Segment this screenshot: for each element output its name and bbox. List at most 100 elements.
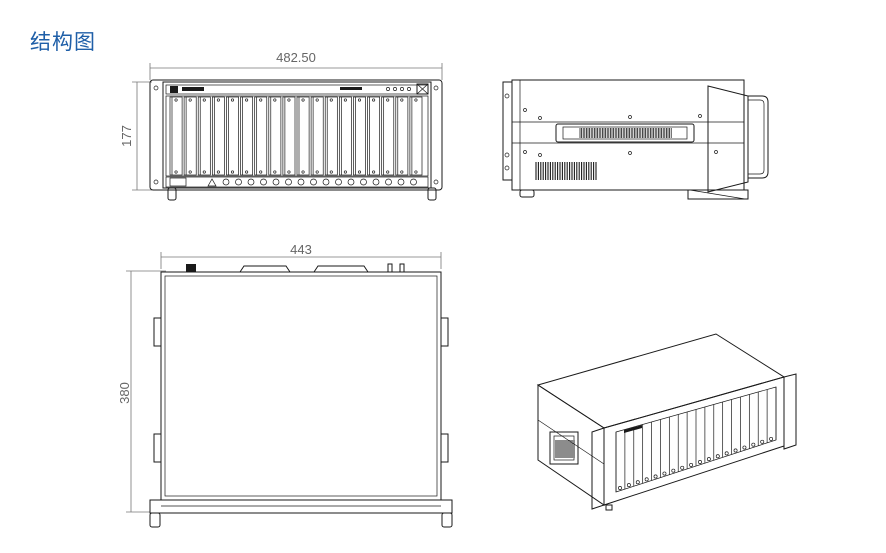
front-connector [272,178,280,186]
front-slot-group [169,96,423,176]
front-connector [260,178,267,186]
iso-connector [662,471,667,476]
front-slot-screw [174,98,178,102]
front-slot [254,96,268,176]
front-width-dimension: 482.50 [276,50,316,65]
front-slot-screw [414,170,418,174]
front-connector [285,178,292,186]
front-slot [169,96,183,176]
iso-connector [671,468,676,473]
front-connector [222,178,230,186]
front-slot-screw [400,98,404,102]
iso-connector [760,439,765,444]
front-slot-screw [386,170,390,174]
front-view: 482.50 177 [119,50,443,201]
front-slot [367,96,381,176]
front-connector [235,178,242,186]
front-power-port [169,177,187,187]
front-slot-screw [343,170,347,174]
front-slot-screw [301,170,305,174]
front-slot-screw [230,98,235,102]
front-slot-screw [202,98,206,102]
page-title: 结构图 [30,30,96,54]
front-slot [296,96,310,176]
front-slot [211,96,225,176]
front-connector [247,178,255,186]
front-slot-screw [174,170,178,174]
front-slot-screw [188,98,192,102]
front-slot [310,96,324,176]
front-slot-screw [273,98,277,102]
front-slot-screw [245,170,249,174]
front-slot [395,96,409,176]
front-slot [324,96,338,176]
front-slot [282,96,296,176]
top-width-dimension: 443 [290,242,312,257]
iso-connector [706,457,711,462]
front-slot-screw [372,98,376,102]
front-slot-screw [315,98,319,102]
front-slot [381,96,395,176]
iso-connector [742,445,747,450]
front-slot-screw [372,170,376,174]
front-slot-screw [216,98,220,102]
side-handle-grill [579,128,672,138]
front-slot-screw [273,170,277,174]
warning-icon [207,178,217,187]
iso-connector [653,474,658,479]
front-connector [372,178,380,186]
front-slot-screw [259,98,263,102]
front-slot-screw [287,170,291,174]
front-slot [409,96,423,176]
iso-connector [626,483,631,488]
iso-connector [769,436,774,441]
iso-connector [644,477,649,482]
front-slot [338,96,352,176]
front-slot-screw [216,170,220,174]
side-view [502,79,769,200]
front-connector [410,178,417,186]
front-slot-screw [400,170,404,174]
front-connector [297,178,305,186]
front-slot-screw [357,170,362,174]
front-connector [310,178,317,186]
iso-connector [733,448,738,453]
front-slot-screw [259,170,263,174]
front-height-dimension: 177 [119,125,134,147]
front-slot-screw [343,98,347,102]
front-slot [197,96,211,176]
iso-connector [751,442,756,447]
iso-connector [698,460,702,464]
front-connector-group [169,177,417,187]
iso-vent-group [555,440,575,458]
front-slot-screw [357,98,362,102]
front-slot-screw [245,98,249,102]
iso-slot-group [615,387,777,492]
iso-connector [715,454,720,459]
iso-connector [680,465,685,470]
top-view: 443 380 [117,242,453,528]
iso-connector [618,486,622,490]
front-connector [397,178,405,186]
front-slot-screw [301,98,305,102]
front-slot [226,96,239,176]
front-slot-screw [315,170,319,174]
iso-connector [724,451,729,456]
side-vent-group [535,162,597,180]
front-slot-screw [329,98,333,102]
front-slot [353,96,366,176]
front-slot-screw [287,98,291,102]
front-slot-screw [188,170,192,174]
front-slot [268,96,282,176]
top-depth-dimension: 380 [117,382,132,404]
iso-connector [689,462,694,467]
front-connector [335,178,342,186]
front-slot-screw [386,98,390,102]
front-slot-screw [414,98,418,102]
front-connector [360,178,367,186]
front-slot-screw [202,170,206,174]
front-slot-screw [230,170,235,174]
front-slot [240,96,254,176]
isometric-view [536,333,797,511]
